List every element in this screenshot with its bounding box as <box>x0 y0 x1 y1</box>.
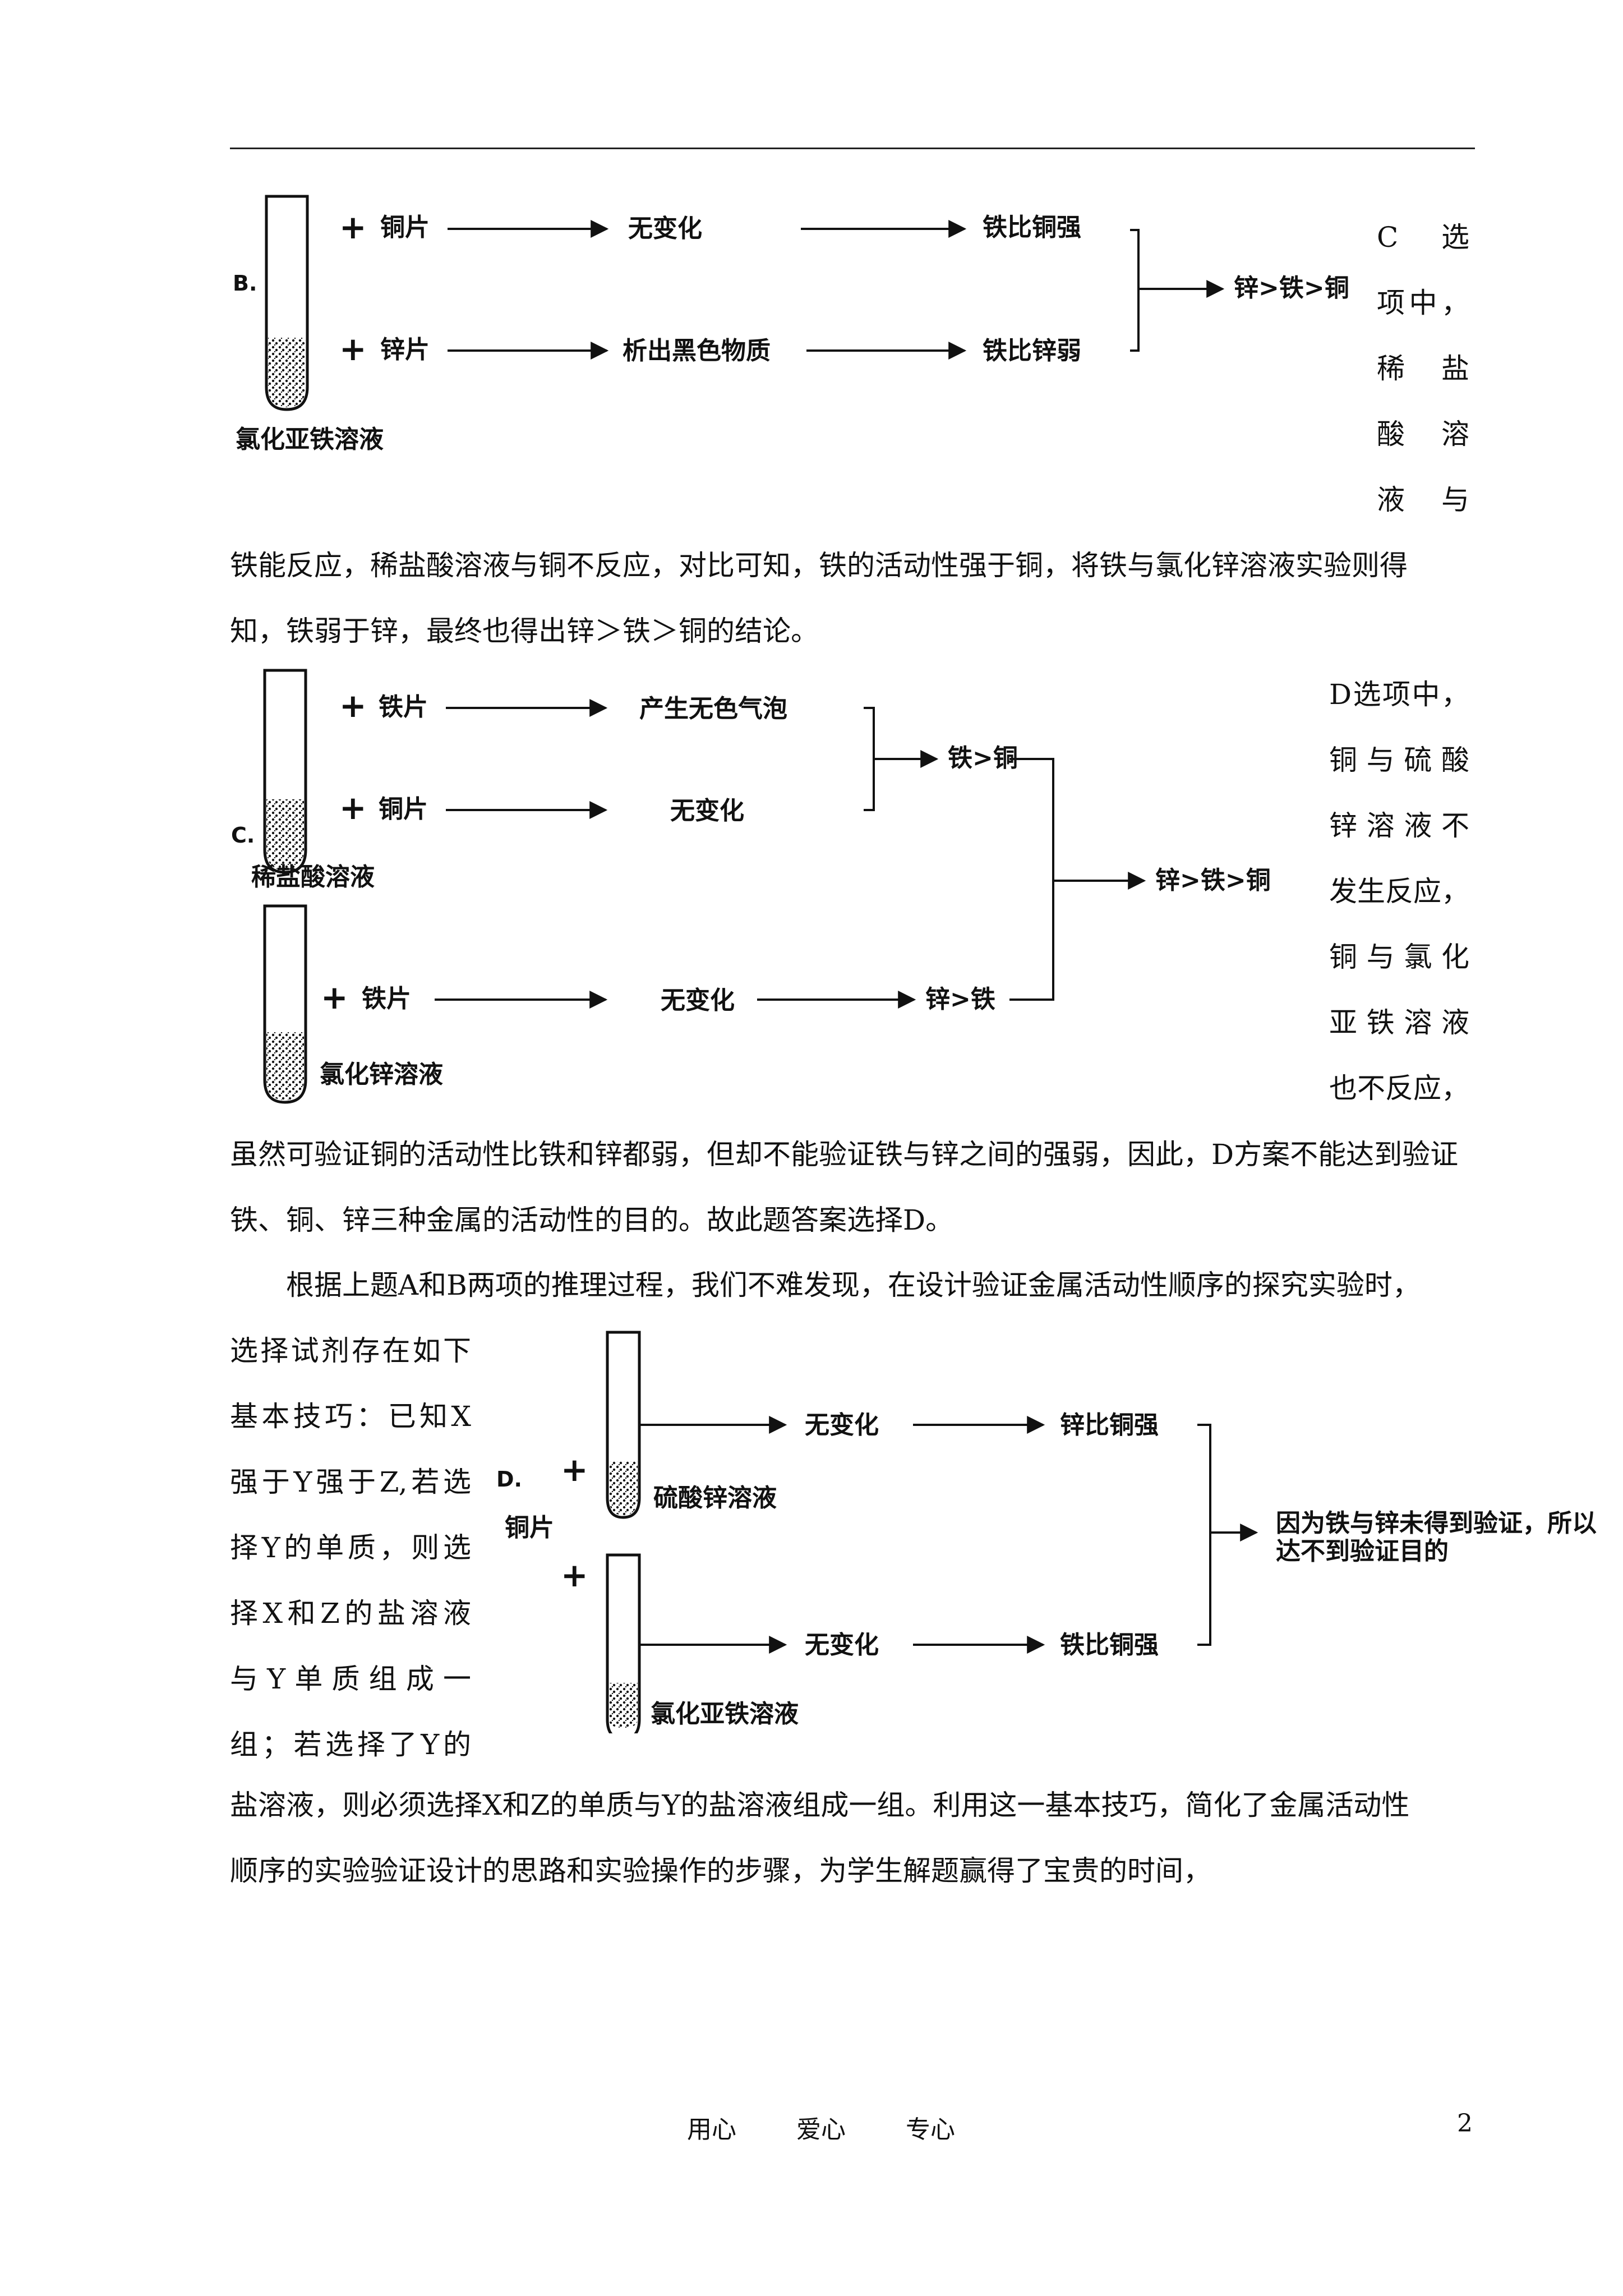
header-rule <box>230 148 1475 149</box>
final-conclusion-line1: 因为铁与锌未得到验证，所以 <box>1276 1509 1597 1538</box>
text-line: 盐溶液，则必须选择X和Z的单质与Y的盐溶液组成一组。利用这一基本技巧，简化了金属… <box>230 1789 1410 1821</box>
text-line: 强于Y强于Z,若选 <box>230 1466 471 1498</box>
text-line: 选择试剂存在如下 <box>230 1335 471 1367</box>
text-line: 铜与硫酸 <box>1329 744 1469 776</box>
result-label: 无变化 <box>628 214 702 243</box>
solution-label: 氯化亚铁溶液 <box>236 425 384 454</box>
text-line: D选项中， <box>1329 678 1469 711</box>
side-text-d: D选项中， 铜与硫酸 锌溶液不 发生反应， 铜与氯化 亚铁溶液 也不反应， <box>1329 662 1469 1121</box>
plus-sign: + <box>339 208 367 246</box>
result-label: 无变化 <box>670 797 744 825</box>
text-line: 组；若选择了Y的 <box>230 1728 471 1761</box>
conclusion-label: 铁比铜强 <box>983 213 1081 242</box>
plus-sign: + <box>339 789 367 827</box>
page-number: 2 <box>1457 2109 1473 2138</box>
side-text-summary: 选择试剂存在如下 基本技巧：已知X 强于Y强于Z,若选 择Y的单质，则选 择X和… <box>230 1318 471 1778</box>
plus-sign: + <box>321 978 348 1016</box>
reagent-label: 铜片 <box>505 1513 554 1542</box>
plus-sign: + <box>561 1556 588 1594</box>
conclusion-label: 铁比锌弱 <box>983 337 1081 365</box>
final-conclusion: 锌>铁>铜 <box>1155 866 1271 895</box>
solution-label: 稀盐酸溶液 <box>251 863 375 891</box>
text-line: 也不反应， <box>1329 1072 1469 1105</box>
paragraph-summary-first: 根据上题A和B两项的推理过程，我们不难发现，在设计验证金属活动性顺序的探究实验时… <box>230 1253 1475 1318</box>
bracket <box>864 707 875 811</box>
text-line: 根据上题A和B两项的推理过程，我们不难发现，在设计验证金属活动性顺序的探究实验时… <box>230 1269 1421 1301</box>
reagent-label: 锌片 <box>380 335 430 364</box>
final-conclusion-line2: 达不到验证目的 <box>1276 1537 1449 1566</box>
text-line: 虽然可验证铜的活动性比铁和锌都弱，但却不能验证铁与锌之间的强弱，因此，D方案不能… <box>230 1138 1459 1171</box>
diagram-c: C. 稀盐酸溶液 + 铁片 产生无色气泡 + 铜片 无变化 铁>铜 + 铁片 无… <box>231 669 1271 1104</box>
result-label: 无变化 <box>661 986 735 1015</box>
test-tube <box>606 1553 641 1733</box>
final-conclusion: 锌>铁>铜 <box>1234 274 1349 302</box>
plus-sign: + <box>339 687 367 725</box>
text-line: C 选 <box>1377 221 1469 254</box>
solution-label: 氯化锌溶液 <box>320 1060 443 1089</box>
text-line: 酸 溶 <box>1377 418 1469 450</box>
diagram-d: D. 铜片 + + 硫酸锌溶液 无变化 锌比铜强 氯化亚铁溶液 无变化 铁比铜强… <box>496 1331 1597 1733</box>
text-line: 项中， <box>1377 287 1469 319</box>
footer-word: 专心 <box>906 2115 955 2144</box>
test-tube <box>263 669 307 874</box>
text-line: 亚铁溶液 <box>1329 1006 1469 1039</box>
text-line: 择Y的单质，则选 <box>230 1531 471 1564</box>
footer-word: 用心 <box>687 2115 736 2144</box>
text-line: 发生反应， <box>1329 875 1469 908</box>
result-label: 析出黑色物质 <box>623 337 771 365</box>
mid-conclusion: 铁>铜 <box>948 744 1018 772</box>
diagram-b: B. 氯化亚铁溶液 + 铜片 无变化 铁比铜强 + 锌片 析出黑色物质 铁比锌弱… <box>233 195 1349 454</box>
text-line: 稀 盐 <box>1377 352 1469 385</box>
result-label: 无变化 <box>805 1631 879 1659</box>
option-letter: B. <box>233 271 257 296</box>
text-line: 铜与氯化 <box>1329 941 1469 973</box>
reagent-label: 铜片 <box>380 213 430 242</box>
side-text-c: C 选 项中， 稀 盐 酸 溶 液 与 <box>1377 205 1469 533</box>
bracket <box>1130 229 1140 352</box>
paragraph-end: 盐溶液，则必须选择X和Z的单质与Y的盐溶液组成一组。利用这一基本技巧，简化了金属… <box>230 1773 1475 1904</box>
bracket <box>1197 1424 1211 1646</box>
conclusion-label: 铁比铜强 <box>1060 1631 1159 1659</box>
test-tube <box>606 1331 641 1519</box>
text-line: 知，铁弱于锌，最终也得出锌＞铁＞铜的结论。 <box>230 615 819 647</box>
conclusion-label: 锌>铁 <box>925 985 995 1014</box>
solution-label: 氯化亚铁溶液 <box>651 1700 799 1728</box>
paragraph-c: 铁能反应，稀盐酸溶液与铜不反应，对比可知，铁的活动性强于铜，将铁与氯化锌溶液实验… <box>230 533 1475 664</box>
text-line: 基本技巧：已知X <box>230 1400 471 1433</box>
text-line: 液 与 <box>1377 484 1469 516</box>
plus-sign: + <box>561 1451 588 1489</box>
conclusion-label: 锌比铜强 <box>1060 1411 1159 1439</box>
bracket <box>1009 758 1054 1001</box>
text-line: 铁、铜、锌三种金属的活动性的目的。故此题答案选择D。 <box>230 1204 954 1236</box>
text-line: 铁能反应，稀盐酸溶液与铜不反应，对比可知，铁的活动性强于铜，将铁与氯化锌溶液实验… <box>230 549 1408 582</box>
footer-word: 爱心 <box>796 2115 846 2144</box>
result-label: 无变化 <box>805 1411 879 1439</box>
text-line: 锌溶液不 <box>1329 809 1469 842</box>
test-tube <box>263 904 307 1104</box>
text-line: 顺序的实验验证设计的思路和实验操作的步骤，为学生解题赢得了宝贵的时间， <box>230 1855 1211 1887</box>
reagent-label: 铜片 <box>379 795 428 823</box>
paragraph-d: 虽然可验证铜的活动性比铁和锌都弱，但却不能验证铁与锌之间的强弱，因此，D方案不能… <box>230 1122 1475 1253</box>
test-tube <box>265 195 309 411</box>
option-letter: D. <box>496 1467 522 1492</box>
reagent-label: 铁片 <box>379 693 428 721</box>
solution-label: 硫酸锌溶液 <box>653 1484 777 1512</box>
option-letter: C. <box>231 823 255 848</box>
result-label: 产生无色气泡 <box>639 694 787 723</box>
reagent-label: 铁片 <box>362 984 411 1013</box>
text-line: 择X和Z的盐溶液 <box>230 1597 471 1630</box>
plus-sign: + <box>339 330 367 368</box>
text-line: 与Y单质组成一 <box>230 1663 471 1695</box>
